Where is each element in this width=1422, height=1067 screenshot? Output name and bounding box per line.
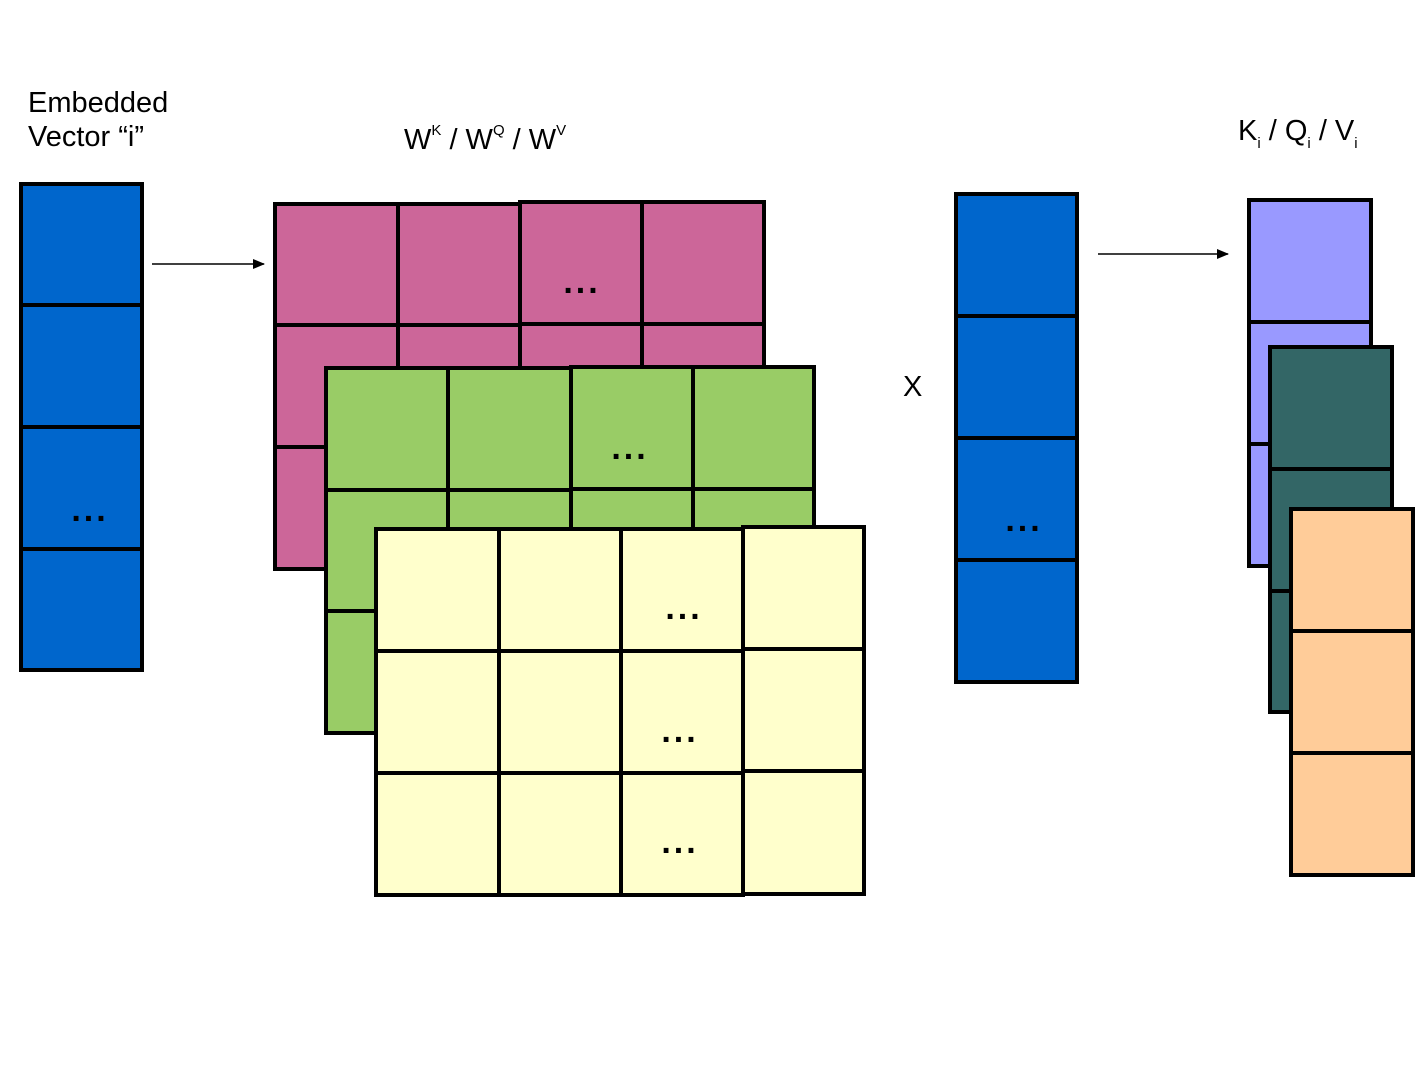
multiply-sign: X	[903, 371, 923, 403]
weights-v-superscript: V	[556, 122, 567, 139]
input-vector-cell	[954, 314, 1079, 440]
weights-k-superscript: K	[431, 122, 442, 139]
matrix-cell	[569, 365, 695, 491]
output-vector-cell	[1247, 198, 1373, 324]
ellipsis: ...	[563, 263, 601, 301]
output-k-subscript: i	[1257, 135, 1261, 152]
embedded-vector-cell	[19, 547, 144, 672]
embedded-vector-cell	[19, 303, 144, 429]
matrix-cell	[640, 200, 766, 326]
input-vector-cell	[954, 192, 1079, 318]
matrix-cell	[497, 771, 623, 897]
input-vector-cell	[954, 558, 1079, 684]
matrix-cell	[446, 366, 573, 492]
ellipsis: ...	[661, 712, 699, 750]
matrix-cell	[273, 202, 400, 327]
output-v-subscript: i	[1354, 135, 1358, 152]
output-k-text: K	[1238, 115, 1258, 147]
output-sep2-text: / V	[1310, 115, 1355, 147]
embedded-vector-label: Embedded Vector “i”	[28, 86, 168, 154]
ellipsis: ...	[611, 429, 649, 467]
matrix-cell	[396, 202, 522, 327]
output-vector-cell	[1289, 507, 1415, 633]
matrix-cell	[497, 649, 623, 775]
matrix-cell	[741, 769, 866, 896]
output-vector-cell	[1268, 345, 1394, 471]
output-sep1-text: / Q	[1260, 115, 1308, 147]
matrix-cell	[374, 649, 501, 775]
weight-matrices-label: WK / WQ / WV	[404, 114, 566, 157]
ellipsis: ...	[1005, 501, 1043, 539]
embedded-vector-label-line2: Vector “i”	[28, 121, 145, 153]
embedded-vector-label-line1: Embedded	[28, 87, 169, 119]
output-vectors-label: Ki / Qi / Vi	[1238, 114, 1358, 161]
matrix-cell	[741, 647, 866, 773]
weights-sep1-text: / W	[441, 124, 493, 156]
matrix-cell	[374, 527, 501, 653]
matrix-cell	[741, 525, 866, 651]
ellipsis: ...	[71, 491, 109, 529]
matrix-cell	[374, 771, 501, 897]
weights-q-superscript: Q	[492, 122, 505, 139]
matrix-cell	[497, 527, 623, 653]
weights-sep2-text: / W	[504, 124, 557, 156]
embedded-vector-cell	[19, 425, 144, 551]
embedded-vector-cell	[19, 182, 144, 307]
output-q-subscript: i	[1307, 135, 1311, 152]
ellipsis: ...	[665, 589, 703, 627]
ellipsis: ...	[661, 823, 699, 861]
input-vector-cell	[954, 436, 1079, 562]
matrix-cell	[324, 366, 450, 492]
matrix-cell	[691, 365, 816, 491]
output-vector-cell	[1289, 629, 1415, 755]
weights-w-text: W	[404, 124, 432, 156]
output-vector-cell	[1289, 751, 1415, 877]
